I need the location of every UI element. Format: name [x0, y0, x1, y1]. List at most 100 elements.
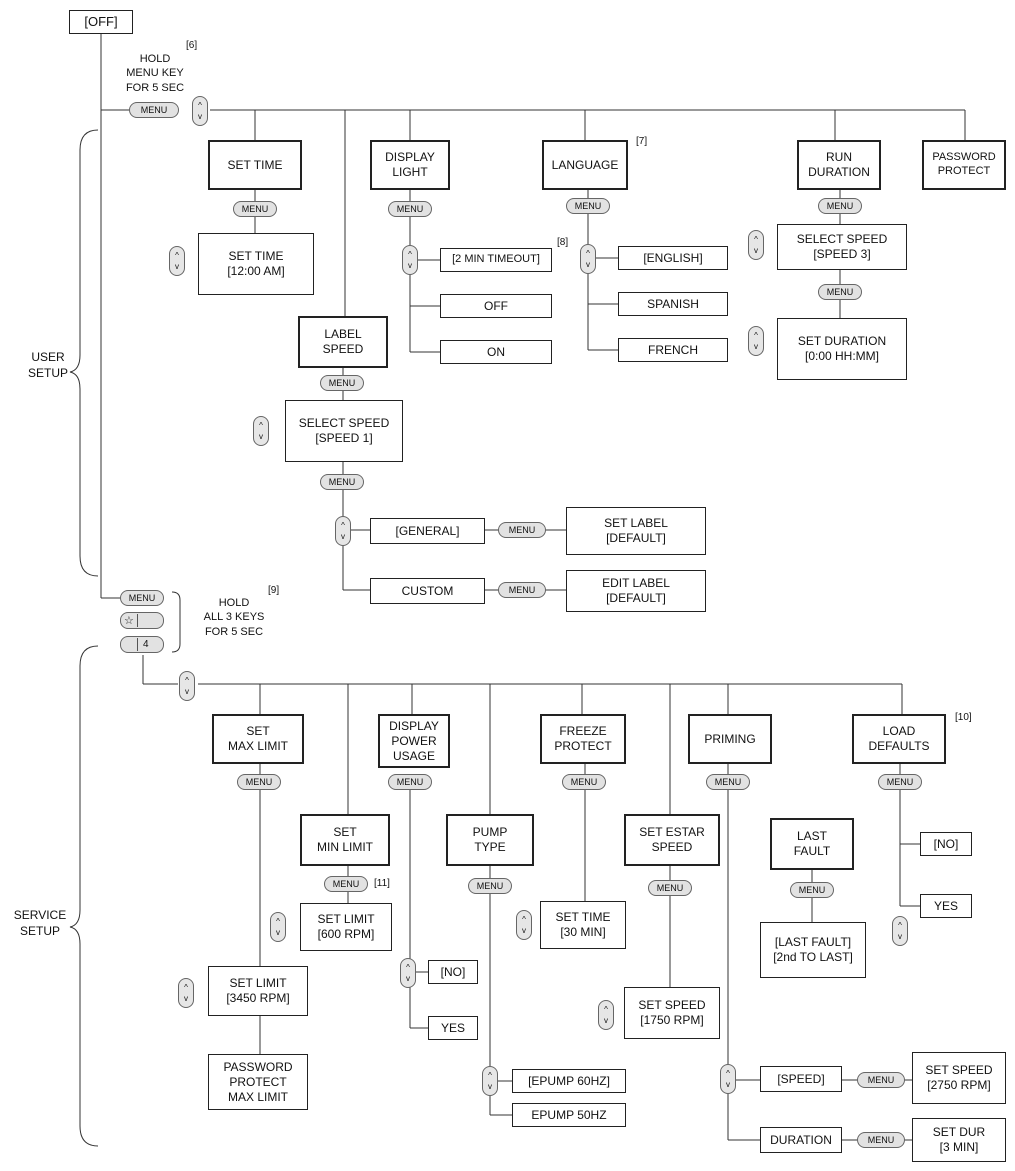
up-arrow-icon: ^	[898, 921, 902, 930]
display-light-timeout: [2 MIN TIMEOUT]	[440, 248, 552, 272]
up-down-keys[interactable]: ^v	[192, 96, 208, 126]
down-arrow-icon: v	[259, 432, 263, 441]
up-arrow-icon: ^	[586, 249, 590, 258]
set-time-menu: SET TIME	[208, 140, 302, 190]
note-8: [8]	[557, 237, 569, 248]
load-defaults-no: [NO]	[920, 832, 972, 856]
service-setup-label: SERVICE SETUP	[13, 908, 67, 938]
down-arrow-icon: v	[406, 974, 410, 983]
down-arrow-icon: v	[488, 1082, 492, 1091]
run-duration-select-speed: SELECT SPEED [SPEED 3]	[777, 224, 907, 270]
language-french: FRENCH	[618, 338, 728, 362]
four-key[interactable]: 4	[120, 636, 164, 653]
down-arrow-icon: v	[175, 262, 179, 271]
menu-key[interactable]: MENU	[237, 774, 281, 790]
menu-key[interactable]: MENU	[648, 880, 692, 896]
menu-key[interactable]: MENU	[324, 876, 368, 892]
menu-key[interactable]: MENU	[388, 201, 432, 217]
menu-key[interactable]: MENU	[498, 522, 546, 538]
note-9: [9]	[268, 585, 280, 596]
up-down-keys[interactable]: ^v	[179, 671, 195, 701]
up-down-keys[interactable]: ^v	[580, 244, 596, 274]
display-light-off: OFF	[440, 294, 552, 318]
menu-key[interactable]: MENU	[233, 201, 277, 217]
display-power-usage-menu: DISPLAY POWER USAGE	[378, 714, 450, 768]
menu-key[interactable]: MENU	[857, 1132, 905, 1148]
menu-key[interactable]: MENU	[468, 878, 512, 894]
freeze-protect-time: SET TIME [30 MIN]	[540, 901, 626, 949]
down-arrow-icon: v	[408, 261, 412, 270]
note-6: [6]	[186, 40, 198, 51]
menu-key[interactable]: MENU	[129, 102, 179, 118]
label-custom: CUSTOM	[370, 578, 485, 604]
label-general: [GENERAL]	[370, 518, 485, 544]
user-setup-label: USER SETUP	[27, 350, 68, 380]
up-down-keys[interactable]: ^v	[482, 1066, 498, 1096]
priming-duration-value: SET DUR [3 MIN]	[912, 1118, 1006, 1162]
down-arrow-icon: v	[586, 260, 590, 269]
estar-speed-menu: SET ESTAR SPEED	[624, 814, 720, 866]
star-icon: ☆	[124, 615, 134, 627]
down-arrow-icon: v	[898, 932, 902, 941]
up-down-keys[interactable]: ^v	[892, 916, 908, 946]
up-down-keys[interactable]: ^v	[400, 958, 416, 988]
up-down-keys[interactable]: ^v	[748, 230, 764, 260]
down-arrow-icon: v	[341, 532, 345, 541]
up-down-keys[interactable]: ^v	[516, 910, 532, 940]
pump-type-50hz: EPUMP 50HZ	[512, 1103, 626, 1127]
up-arrow-icon: ^	[259, 421, 263, 430]
down-arrow-icon: v	[754, 342, 758, 351]
password-protect-menu: PASSWORD PROTECT	[922, 140, 1006, 190]
set-label-default: SET LABEL [DEFAULT]	[566, 507, 706, 555]
star-key[interactable]: ☆	[120, 612, 164, 629]
up-arrow-icon: ^	[175, 251, 179, 260]
up-down-keys[interactable]: ^v	[335, 516, 351, 546]
last-fault-value: [LAST FAULT] [2nd TO LAST]	[760, 922, 866, 978]
menu-key[interactable]: MENU	[878, 774, 922, 790]
up-down-keys[interactable]: ^v	[748, 326, 764, 356]
up-arrow-icon: ^	[726, 1069, 730, 1078]
menu-key[interactable]: MENU	[562, 774, 606, 790]
up-down-keys[interactable]: ^v	[178, 978, 194, 1008]
run-duration-set-duration: SET DURATION [0:00 HH:MM]	[777, 318, 907, 380]
up-down-keys[interactable]: ^v	[270, 912, 286, 942]
menu-key[interactable]: MENU	[857, 1072, 905, 1088]
down-arrow-icon: v	[184, 994, 188, 1003]
down-arrow-icon: v	[276, 928, 280, 937]
up-down-keys[interactable]: ^v	[253, 416, 269, 446]
up-down-keys[interactable]: ^v	[169, 246, 185, 276]
set-time-value: SET TIME [12:00 AM]	[198, 233, 314, 295]
menu-key[interactable]: MENU	[320, 474, 364, 490]
note-11: [11]	[374, 878, 390, 889]
menu-key[interactable]: MENU	[388, 774, 432, 790]
menu-key[interactable]: MENU	[790, 882, 834, 898]
priming-speed-value: SET SPEED [2750 RPM]	[912, 1052, 1006, 1104]
up-down-keys[interactable]: ^v	[720, 1064, 736, 1094]
menu-key[interactable]: MENU	[818, 198, 862, 214]
load-defaults-menu: LOAD DEFAULTS	[852, 714, 946, 764]
load-defaults-yes: YES	[920, 894, 972, 918]
menu-key[interactable]: MENU	[120, 590, 164, 606]
menu-key[interactable]: MENU	[498, 582, 546, 598]
display-light-on: ON	[440, 340, 552, 364]
password-protect-max-limit: PASSWORD PROTECT MAX LIMIT	[208, 1054, 308, 1110]
last-fault-menu: LAST FAULT	[770, 818, 854, 870]
priming-speed: [SPEED]	[760, 1066, 842, 1092]
menu-key[interactable]: MENU	[566, 198, 610, 214]
up-down-keys[interactable]: ^v	[402, 245, 418, 275]
up-arrow-icon: ^	[341, 521, 345, 530]
down-arrow-icon: v	[198, 112, 202, 121]
menu-key[interactable]: MENU	[818, 284, 862, 300]
min-limit-menu: SET MIN LIMIT	[300, 814, 390, 866]
run-duration-menu: RUN DURATION	[797, 140, 881, 190]
four-key-label: 4	[143, 639, 149, 650]
up-arrow-icon: ^	[754, 331, 758, 340]
note-10: [10]	[955, 712, 972, 723]
up-arrow-icon: ^	[184, 983, 188, 992]
menu-key[interactable]: MENU	[320, 375, 364, 391]
up-arrow-icon: ^	[754, 235, 758, 244]
language-english: [ENGLISH]	[618, 246, 728, 270]
menu-key[interactable]: MENU	[706, 774, 750, 790]
up-arrow-icon: ^	[276, 917, 280, 926]
up-down-keys[interactable]: ^v	[598, 1000, 614, 1030]
